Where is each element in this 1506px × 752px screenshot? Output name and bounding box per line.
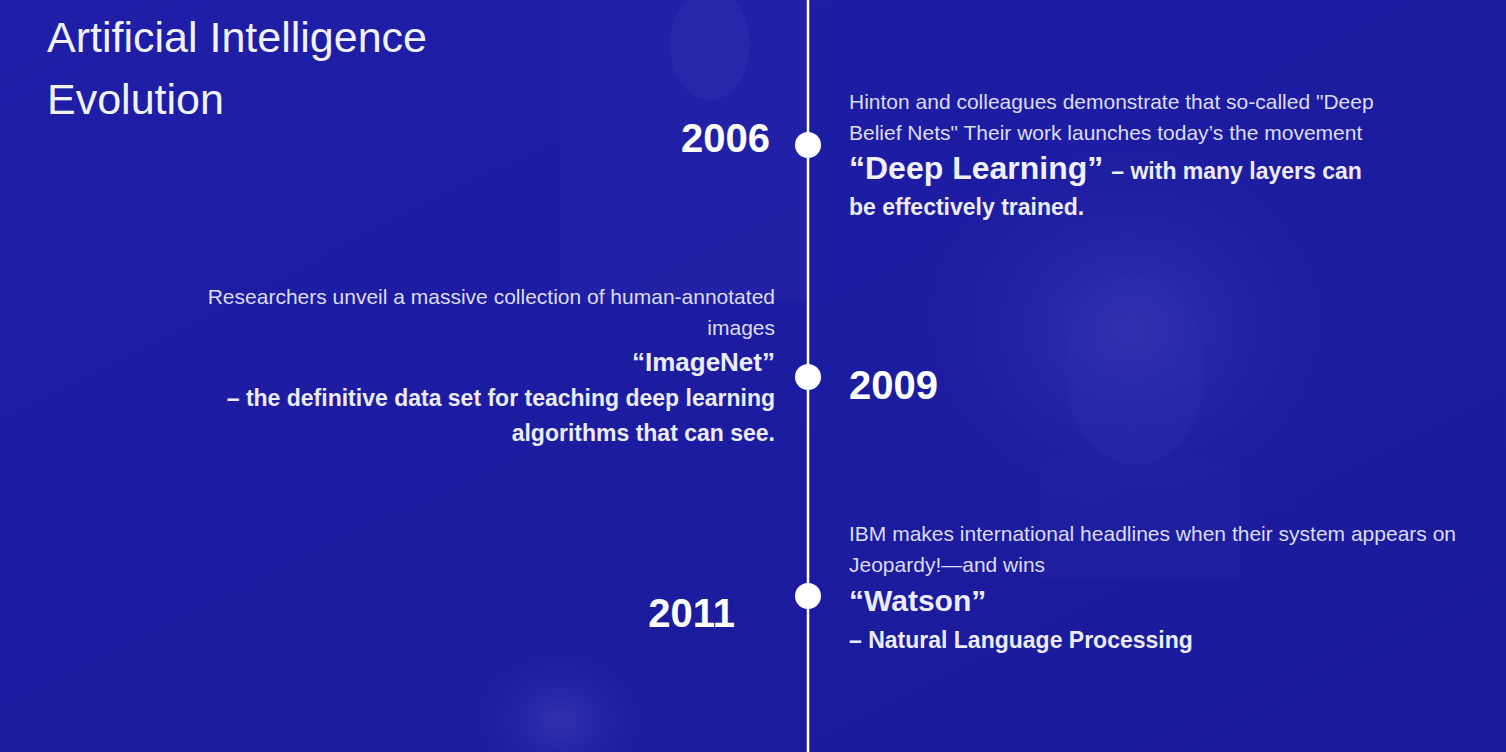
event-subtitle: – the definitive data set for teaching d…: [205, 381, 775, 451]
event-name: “Deep Learning”: [849, 150, 1103, 186]
event-description: IBM makes international headlines when t…: [849, 518, 1469, 580]
event-name: “Watson”: [849, 580, 1469, 622]
watson-glow: [450, 630, 670, 752]
timeline-dot: [795, 132, 821, 158]
timeline-dot: [795, 364, 821, 390]
year-label: 2006: [540, 114, 770, 162]
page-title: Artificial Intelligence Evolution: [47, 6, 567, 130]
shoulder-silhouette: [1040, 460, 1240, 580]
year-label: 2009: [849, 361, 1079, 409]
head-silhouette: [1065, 275, 1205, 465]
timeline-entry: 2011: [505, 589, 735, 637]
timeline-entry: 2006: [540, 114, 770, 162]
timeline-entry: 2009: [849, 361, 1079, 409]
year-label: 2011: [505, 589, 735, 637]
event-description: Hinton and colleagues demonstrate that s…: [849, 86, 1389, 148]
timeline-entry: Researchers unveil a massive collection …: [205, 281, 775, 451]
timeline-entry: IBM makes international headlines when t…: [849, 518, 1469, 658]
face-silhouette: [670, 0, 750, 100]
timeline-entry: Hinton and colleagues demonstrate that s…: [849, 86, 1389, 225]
event-subtitle: – Natural Language Processing: [849, 622, 1469, 658]
timeline-dot: [795, 583, 821, 609]
event-name: “ImageNet”: [205, 343, 775, 381]
event-description: Researchers unveil a massive collection …: [205, 281, 775, 343]
